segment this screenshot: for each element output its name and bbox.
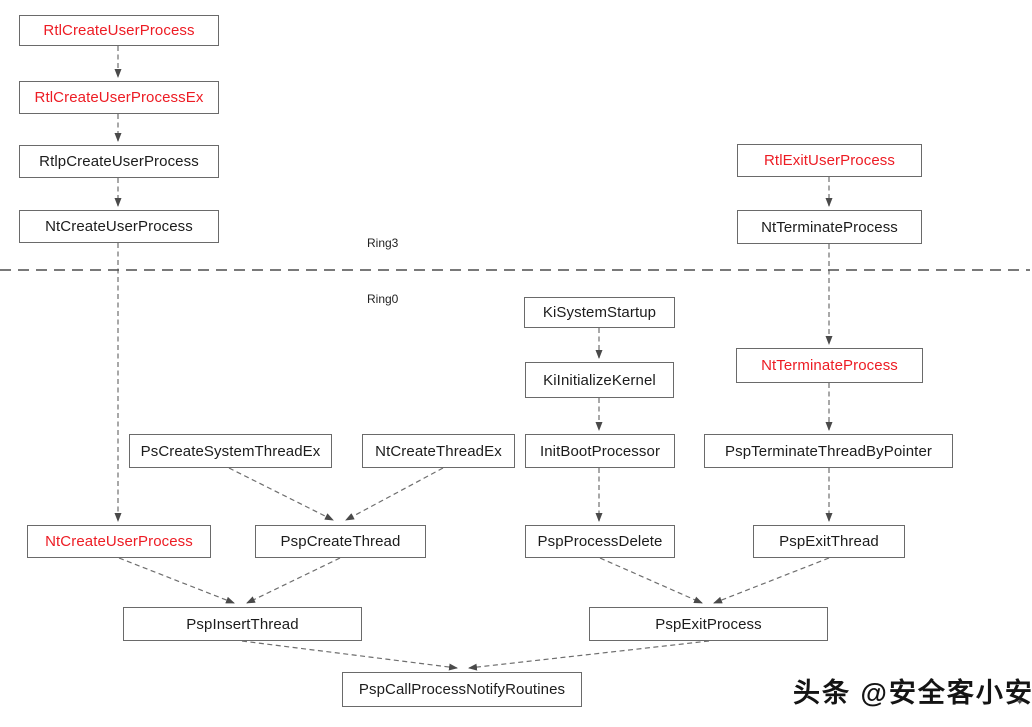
ring0-label: Ring0 — [367, 292, 399, 306]
node-nt-terminate-process-ring0: NtTerminateProcess — [736, 348, 923, 383]
node-psp-terminate-thread-by-pointer: PspTerminateThreadByPointer — [704, 434, 953, 468]
node-init-boot-processor: InitBootProcessor — [525, 434, 675, 468]
node-nt-create-user-process-ring3: NtCreateUserProcess — [19, 210, 219, 243]
edge-pscreatesystemthreadex-to-pspcreatethread — [228, 467, 334, 521]
sparkle-icon: ✦ — [1016, 697, 1024, 707]
node-psp-exit-process: PspExitProcess — [589, 607, 828, 641]
node-psp-process-delete: PspProcessDelete — [525, 525, 675, 558]
node-psp-insert-thread: PspInsertThread — [123, 607, 362, 641]
node-rtl-exit-user-process: RtlExitUserProcess — [737, 144, 922, 177]
node-nt-create-user-process-ring0: NtCreateUserProcess — [27, 525, 211, 558]
node-ki-initialize-kernel: KiInitializeKernel — [525, 362, 674, 398]
node-ps-create-system-thread-ex: PsCreateSystemThreadEx — [129, 434, 332, 468]
node-rtl-create-user-process: RtlCreateUserProcess — [19, 15, 219, 46]
edge-pspcreatethread-to-pspinsertthread — [246, 557, 341, 604]
edge-pspinsertthread-to-pspcallprocessnotifyroutines — [241, 640, 458, 671]
edge-pspprocessdelete-to-pspexitprocess — [599, 557, 703, 604]
edge-pspexitthread-to-pspexitprocess — [713, 557, 830, 604]
node-rtlp-create-user-process: RtlpCreateUserProcess — [19, 145, 219, 178]
toutiao-watermark: 头条 @安全客小安 — [793, 678, 1032, 708]
node-psp-call-process-notify-routines: PspCallProcessNotifyRoutines — [342, 672, 582, 707]
edge-ntcreateuserprocess-r0-to-pspinsertthread — [118, 557, 235, 604]
node-psp-exit-thread: PspExitThread — [753, 525, 905, 558]
node-nt-terminate-process-ring3: NtTerminateProcess — [737, 210, 922, 244]
node-psp-create-thread: PspCreateThread — [255, 525, 426, 558]
node-nt-create-thread-ex: NtCreateThreadEx — [362, 434, 515, 468]
node-ki-system-startup: KiSystemStartup — [524, 297, 675, 328]
node-rtl-create-user-process-ex: RtlCreateUserProcessEx — [19, 81, 219, 114]
ring3-label: Ring3 — [367, 236, 399, 250]
edge-pspexitprocess-to-pspcallprocessnotifyroutines — [468, 640, 710, 671]
edge-ntcreatethreadex-to-pspcreatethread — [345, 467, 444, 521]
